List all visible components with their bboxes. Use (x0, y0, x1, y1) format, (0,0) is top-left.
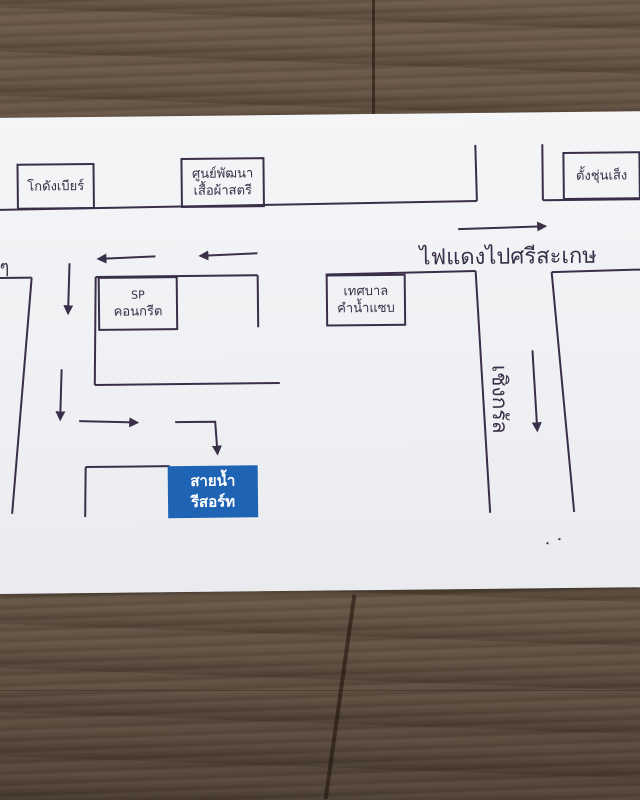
left-road (11, 277, 33, 514)
landmark-resort-destination: สายน้ำ รีสอร์ท (167, 465, 259, 519)
sp-block-edge (94, 382, 280, 386)
landmark-label: คำน้ำแซบ (337, 300, 395, 317)
landmark-label: คอนกรีต (113, 304, 163, 320)
arrow-turn-down (175, 420, 222, 456)
landmark-label: SP (130, 288, 145, 302)
arrow-down-chiang-kran (531, 350, 542, 433)
landmark-label: เทศบาล (343, 283, 389, 300)
landmark-sp-concrete: SP คอนกรีต (97, 276, 179, 331)
right-road (550, 272, 576, 513)
road-label-cut: ๆ (0, 256, 10, 278)
right-road-top (551, 268, 640, 274)
arrow-left (198, 250, 258, 261)
road-label-chiang-kran: เชิงกรัล (487, 364, 513, 434)
arrow-down (63, 263, 74, 316)
arrow-right-to-sisaket (458, 221, 548, 232)
arrow-right (79, 417, 140, 428)
landmark-label: ตั้งชุ่นเส็ง (575, 167, 628, 184)
speck (546, 542, 549, 545)
arrow-left (96, 253, 156, 264)
middle-road (474, 270, 492, 513)
landmark-label: โกดังเบียร์ (27, 178, 85, 195)
landmark-tang-chun-seng: ตั้งชุ่นเส็ง (562, 151, 640, 201)
landmark-label: เสื้อผ้าสตรี (193, 183, 253, 199)
sp-block-edge (95, 274, 258, 278)
road-label-to-sisaket: ไฟแดงไปศรีสะเกษ (419, 243, 597, 271)
road-stub (541, 144, 544, 201)
arrow-down (55, 369, 66, 422)
speck (558, 538, 561, 541)
landmark-label: รีสอร์ท (190, 492, 236, 511)
map-lines (0, 144, 640, 518)
wood-crack (0, 690, 640, 691)
landmark-label: ศูนย์พัฒนา (191, 166, 254, 182)
resort-block-edge (84, 467, 87, 518)
main-road-right-top (542, 198, 640, 202)
landmark-municipality: เทศบาล คำน้ำแซบ (325, 273, 407, 327)
landmark-label: สายน้ำ (190, 471, 236, 490)
resort-block-edge (85, 465, 170, 469)
sp-block-edge (93, 276, 97, 385)
map-card: โกดังเบียร์ ศูนย์พัฒนา เสื้อผ้าสตรี ตั้ง… (0, 111, 640, 594)
landmark-kotang-beer: โกดังเบียร์ (16, 162, 95, 210)
landmark-women-dev-center: ศูนย์พัฒนา เสื้อผ้าสตรี (180, 157, 265, 209)
wood-crack (372, 0, 375, 118)
sp-block-edge (256, 275, 260, 328)
road-stub (474, 144, 478, 201)
main-road-top (0, 199, 477, 211)
middle-road-top (325, 269, 476, 276)
